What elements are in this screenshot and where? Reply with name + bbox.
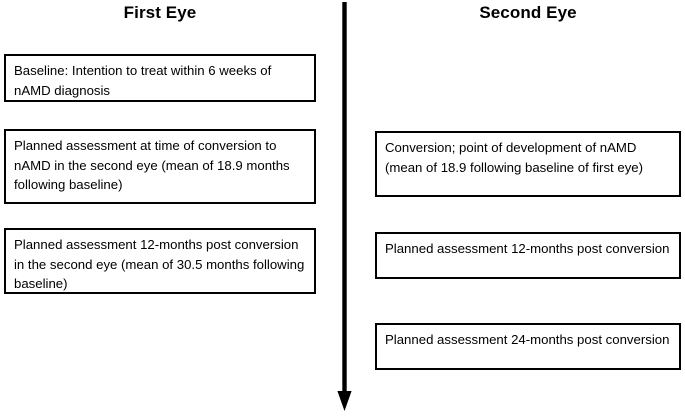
flow-box-first-eye-12-months-post-conversion: Planned assessment 12-months post conver… bbox=[4, 228, 316, 294]
column-header-first-eye: First Eye bbox=[123, 3, 197, 22]
flow-box-first-eye-baseline: Baseline: Intention to treat within 6 we… bbox=[4, 54, 316, 102]
flow-box-first-eye-conversion-assessment: Planned assessment at time of conversion… bbox=[4, 129, 316, 204]
flow-box-second-eye-12-months-post-conversion: Planned assessment 12-months post conver… bbox=[375, 232, 681, 279]
downward-time-arrow-icon bbox=[330, 0, 360, 417]
flow-box-second-eye-conversion: Conversion; point of development of nAMD… bbox=[375, 131, 681, 197]
flow-box-second-eye-24-months-post-conversion: Planned assessment 24-months post conver… bbox=[375, 323, 681, 370]
column-header-second-eye: Second Eye bbox=[479, 3, 577, 22]
